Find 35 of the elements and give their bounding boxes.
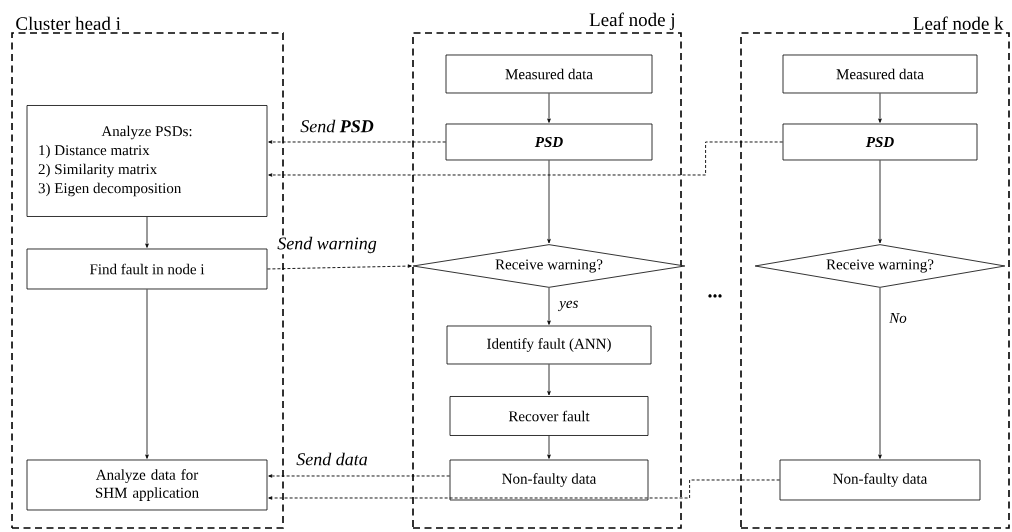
process-box: Find fault in node i — [26, 248, 268, 290]
arrow — [547, 435, 551, 459]
arrow — [878, 160, 882, 244]
arrow — [547, 160, 551, 244]
process-box: Measured data — [445, 54, 653, 94]
arrow — [547, 93, 551, 123]
node-label: Leaf node k — [913, 16, 1004, 30]
dashed-arrow — [268, 479, 781, 500]
ellipsis-text: ... — [708, 294, 722, 298]
dashed-arrow — [268, 140, 447, 144]
node-label: Leaf node j — [589, 12, 674, 30]
arrow — [547, 287, 551, 325]
process-box: Analyze PSDs: 1) Distance matrix 2) Similarity matrix 3) Eigen decomposition — [26, 105, 268, 217]
arrow — [878, 93, 882, 123]
dashed-arrow — [268, 474, 451, 478]
edge-label: yes — [557, 299, 580, 313]
dashed-arrow — [268, 141, 784, 177]
arrow — [145, 289, 149, 459]
process-box: Measured data — [782, 54, 978, 94]
edge-label: Send data — [295, 451, 369, 467]
process-box: Non-faulty data — [779, 459, 981, 501]
edge-label: Send PSD — [299, 118, 375, 134]
process-box: Non-faulty data — [449, 459, 649, 501]
edge-label: No — [888, 312, 908, 324]
process-box: PSD — [782, 123, 978, 161]
node-label: Cluster head i — [16, 16, 121, 30]
arrow — [878, 287, 882, 459]
arrow — [547, 364, 551, 396]
process-box: PSD — [445, 123, 653, 161]
process-box: Analyze data for SHM application — [26, 459, 268, 511]
edge-label: Send warning — [276, 235, 378, 255]
process-box: Identify fault (ANN) — [446, 325, 652, 365]
arrow — [145, 216, 149, 248]
dashed-arrow — [266, 264, 412, 270]
process-box: Recover fault — [449, 396, 649, 436]
